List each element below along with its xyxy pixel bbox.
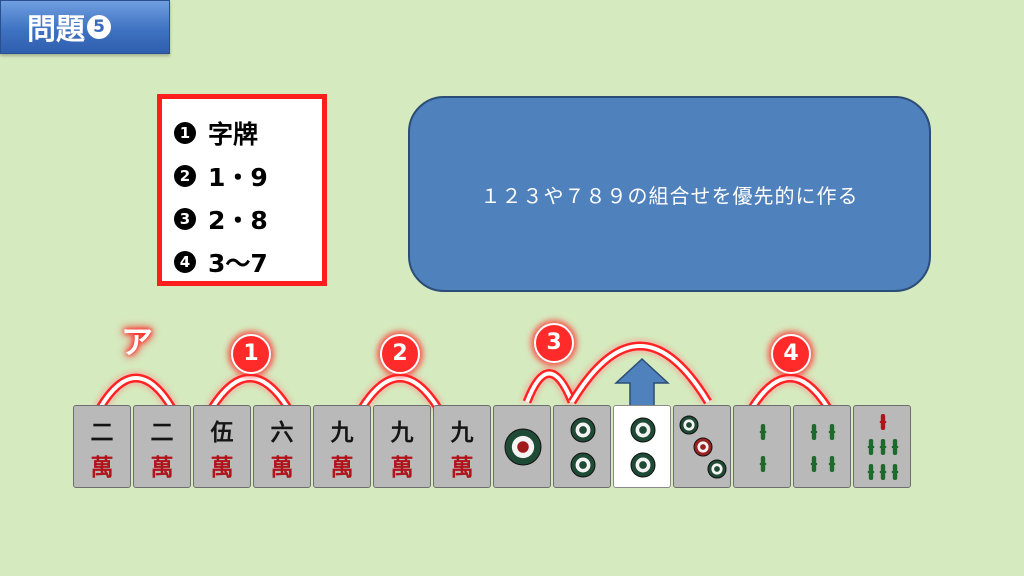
tile-suit: 萬 [270, 454, 294, 481]
pin-circle [693, 437, 713, 457]
bamboo-suit-icon [810, 424, 836, 472]
drawn-tile[interactable] [613, 405, 671, 488]
up-arrow-icon [614, 357, 670, 407]
legend-item: 1 字牌 [174, 111, 322, 154]
problem-number: 5 [87, 15, 112, 39]
bamboo-stick [891, 439, 899, 455]
tile[interactable]: 九萬 [433, 405, 491, 488]
arc-group-3-right [568, 341, 712, 405]
hint-text: １２３や７８９の組合せを優先的に作る [480, 183, 859, 208]
circles-suit-icon [570, 417, 596, 478]
marker-2: 2 [380, 334, 420, 374]
tile-rank: 六 [270, 419, 294, 446]
tile[interactable] [793, 405, 851, 488]
tile-rank: 九 [450, 419, 474, 446]
tile[interactable] [733, 405, 791, 488]
tile[interactable]: 二萬 [133, 405, 191, 488]
tile-rank: 二 [150, 419, 174, 446]
pin-circle [504, 428, 542, 466]
bamboo-stick [879, 414, 887, 430]
bamboo-stick [879, 464, 887, 480]
problem-title-tab: 問題 5 [0, 0, 170, 54]
bamboo-stick [828, 424, 836, 440]
tile[interactable]: 伍萬 [193, 405, 251, 488]
pin-circle [707, 459, 727, 479]
bamboo-suit-icon [867, 414, 899, 480]
tile-suit: 萬 [330, 454, 354, 481]
tile-suit: 萬 [150, 454, 174, 481]
tile[interactable] [493, 405, 551, 488]
tile-rank: 伍 [210, 419, 234, 446]
pin-circle [630, 417, 656, 443]
tile-suit: 萬 [90, 454, 114, 481]
bamboo-stick [810, 456, 818, 472]
tile[interactable]: 九萬 [313, 405, 371, 488]
marker-a: ア [120, 323, 153, 361]
bamboo-stick [759, 424, 767, 440]
arc-group-3-left [522, 369, 577, 404]
tile[interactable]: 九萬 [373, 405, 431, 488]
marker-1: 1 [231, 334, 271, 374]
tile[interactable] [553, 405, 611, 488]
bamboo-suit-icon [759, 424, 767, 472]
bamboo-stick [867, 464, 875, 480]
circles-suit-icon [630, 417, 656, 478]
legend-text: 3〜7 [208, 248, 268, 278]
legend-number: 2 [174, 164, 196, 187]
bamboo-stick [828, 456, 836, 472]
tile-suit: 萬 [210, 454, 234, 481]
problem-title: 問題 [27, 12, 86, 46]
pin-circle [630, 452, 656, 478]
legend-item: 2 1・9 [174, 154, 322, 197]
tile-suit: 萬 [450, 454, 474, 481]
legend-item: 3 2・8 [174, 197, 322, 240]
bamboo-stick [810, 424, 818, 440]
bamboo-stick [879, 439, 887, 455]
legend-text: 字牌 [208, 119, 259, 149]
legend-number: 3 [174, 207, 196, 230]
pin-circle [570, 417, 596, 443]
legend-number: 4 [174, 250, 196, 273]
legend-number: 1 [174, 121, 196, 144]
tile-suit: 萬 [390, 454, 414, 481]
tile-rank: 九 [330, 419, 354, 446]
marker-4: 4 [771, 334, 811, 374]
marker-3: 3 [534, 323, 574, 363]
circles-suit-icon [679, 415, 727, 479]
bamboo-stick [891, 464, 899, 480]
priority-legend: 1 字牌 2 1・9 3 2・8 4 3〜7 [157, 94, 327, 286]
tile[interactable] [673, 405, 731, 488]
tile-rank: 九 [390, 419, 414, 446]
circles-suit-icon [504, 428, 542, 466]
tile[interactable]: 六萬 [253, 405, 311, 488]
arc-group-4 [748, 373, 832, 411]
bamboo-stick [759, 456, 767, 472]
bamboo-stick [867, 439, 875, 455]
hint-callout: １２３や７８９の組合せを優先的に作る [408, 96, 931, 292]
arc-group-a [96, 373, 176, 411]
tile[interactable]: 二萬 [73, 405, 131, 488]
pin-circle [570, 452, 596, 478]
tile[interactable] [853, 405, 911, 488]
legend-text: 1・9 [208, 162, 268, 192]
tile-rank: 二 [90, 419, 114, 446]
legend-text: 2・8 [208, 205, 268, 235]
arc-group-1 [208, 373, 292, 411]
arc-group-2 [358, 373, 442, 411]
legend-item: 4 3〜7 [174, 240, 322, 283]
pin-circle [679, 415, 699, 435]
